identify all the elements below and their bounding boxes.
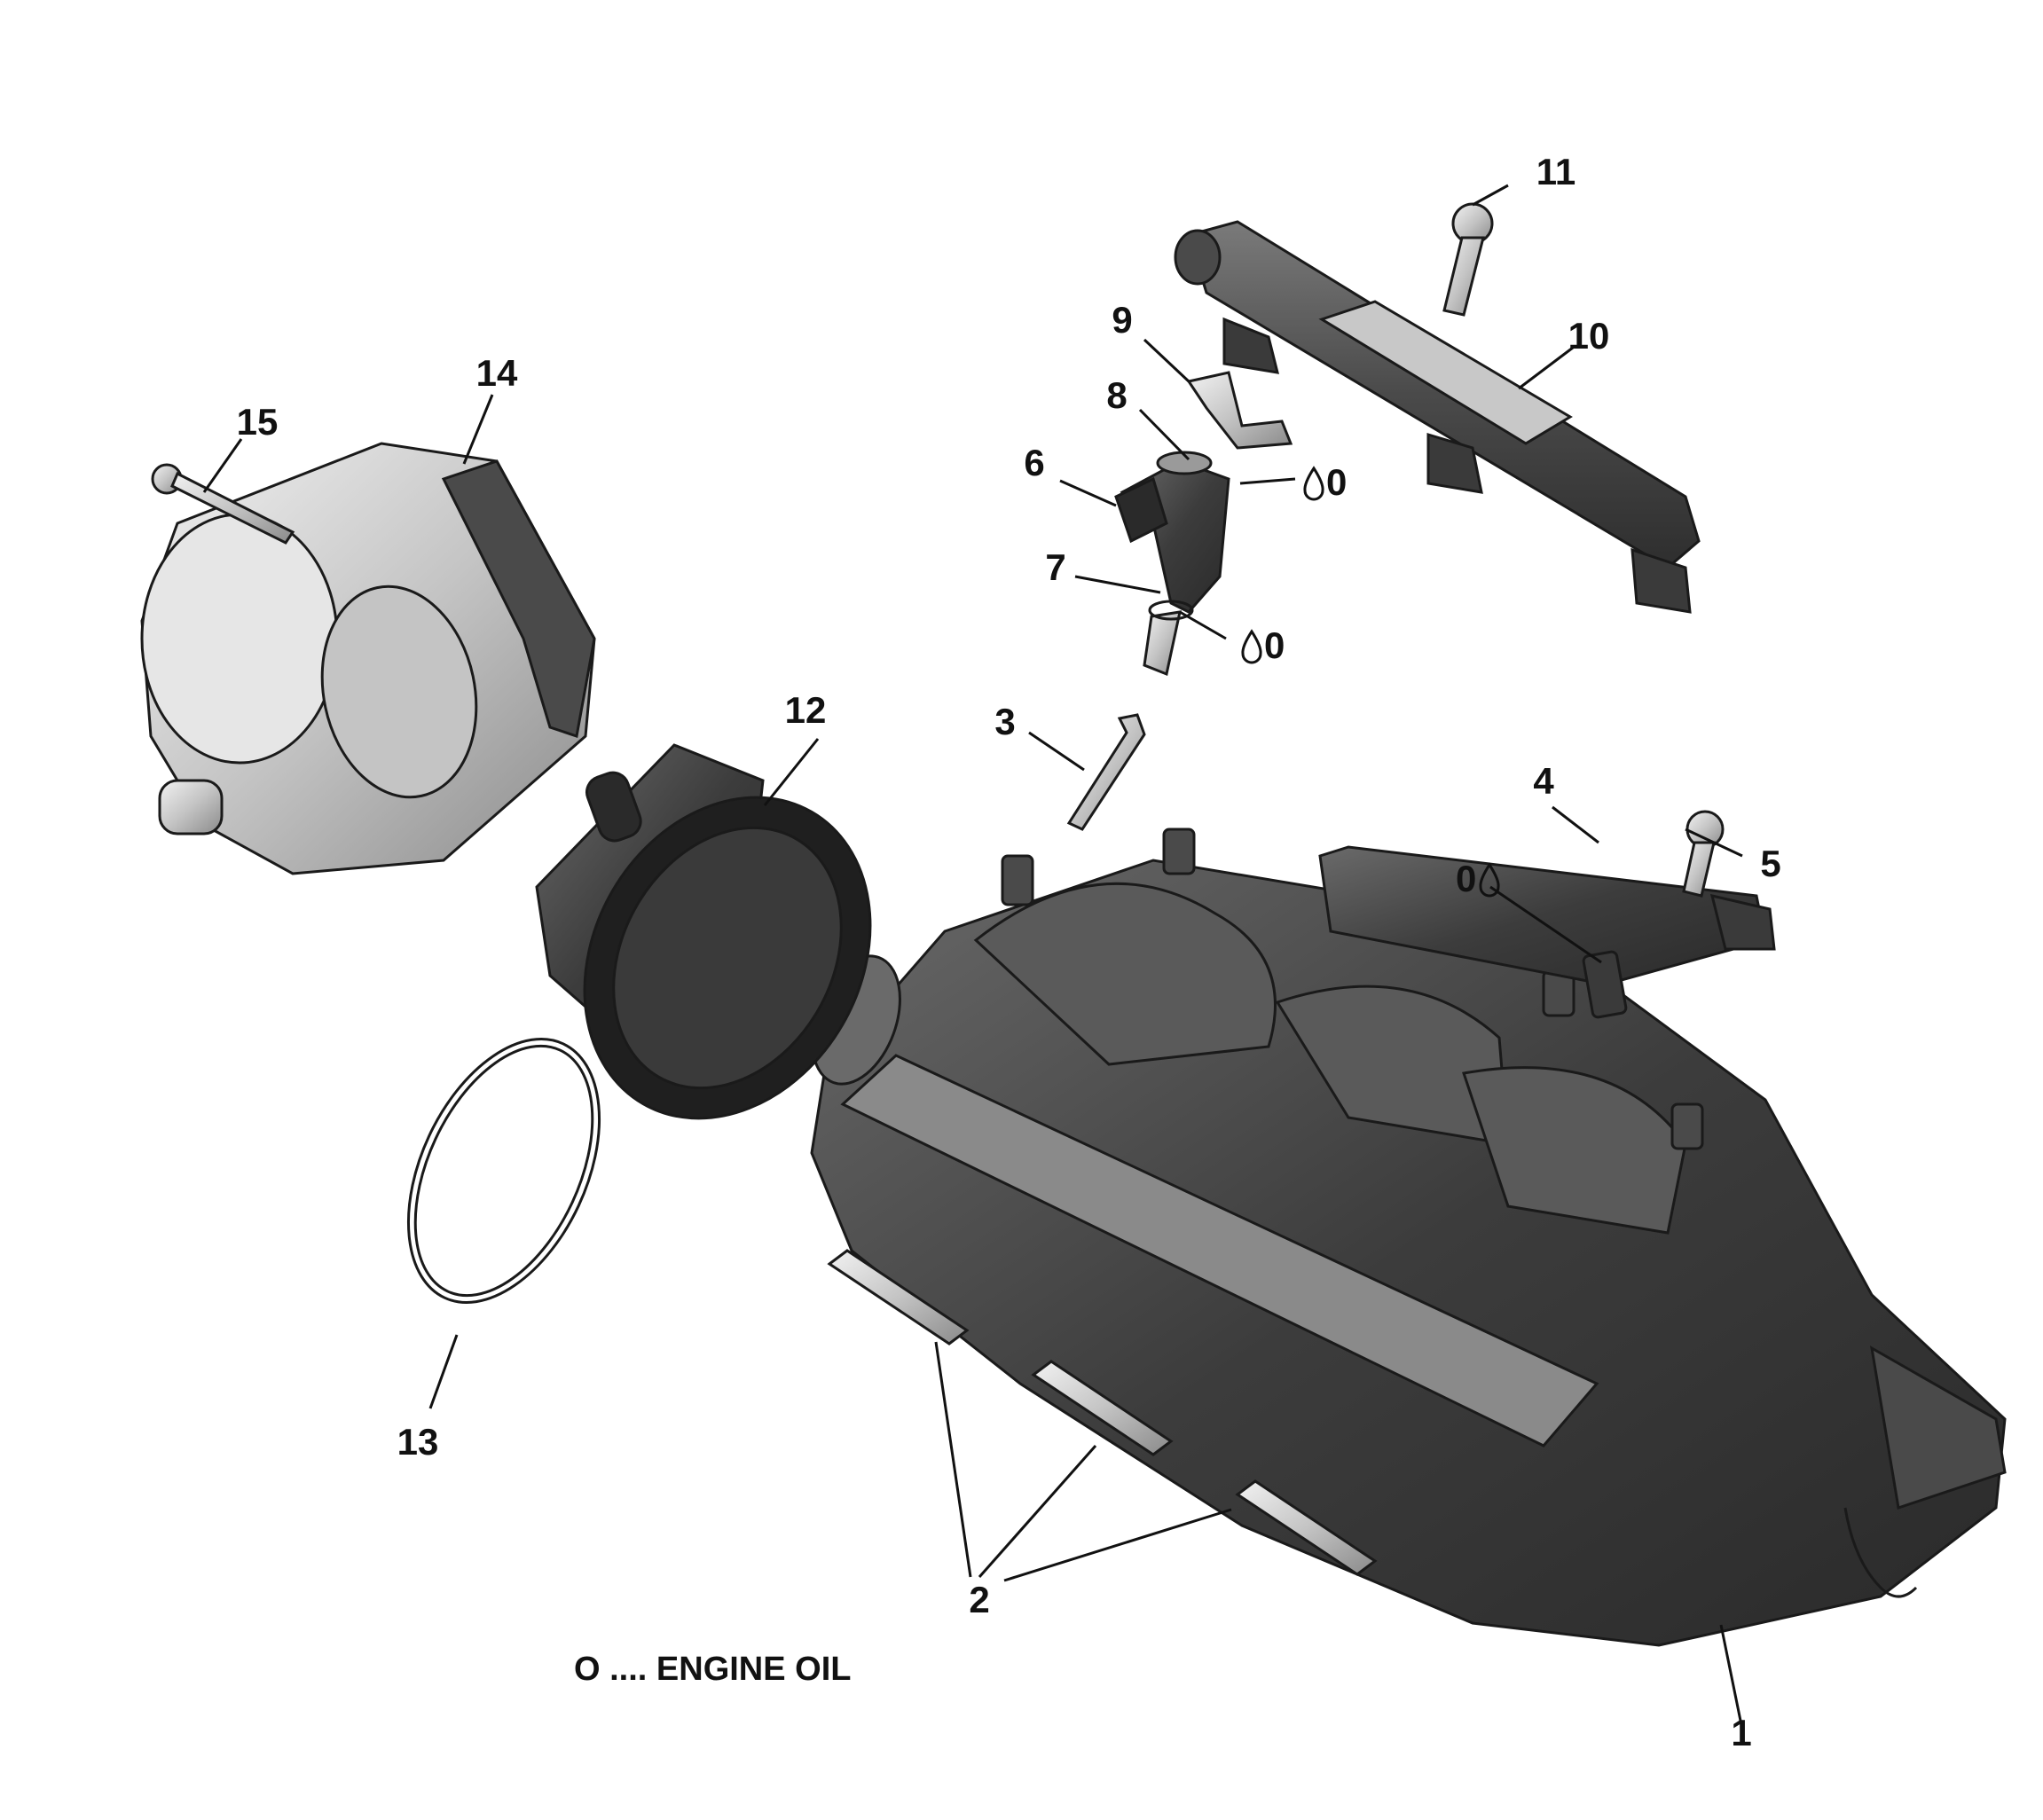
injector-bolt (1066, 713, 1146, 831)
callout-6: 6 (1024, 442, 1044, 483)
callout-10: 10 (1568, 315, 1610, 357)
callout-5: 5 (1760, 843, 1780, 884)
rail-bolt (1442, 202, 1494, 317)
oil-mark-label: 0 (1264, 624, 1285, 666)
callout-2: 2 (969, 1579, 989, 1620)
throttle-body-adaptor (535, 743, 872, 1120)
intake-manifold (810, 828, 2007, 1647)
map-sensor (1318, 845, 1776, 1019)
fuel-injector (1114, 451, 1230, 677)
legend-engine-oil: O .... ENGINE OIL (574, 1651, 851, 1688)
oil-mark-part-7: 0 (1241, 624, 1285, 666)
callout-12: 12 (785, 689, 827, 731)
callout-7: 7 (1045, 546, 1065, 588)
oil-drop-icon (1303, 466, 1324, 501)
oil-mark-part-8: 0 (1303, 461, 1347, 503)
callout-4: 4 (1533, 760, 1554, 802)
callout-13: 13 (397, 1421, 439, 1463)
oil-mark-part-4: 0 (1456, 858, 1500, 899)
oil-mark-label: 0 (1326, 461, 1347, 503)
callout-9: 9 (1112, 299, 1132, 341)
callout-14: 14 (476, 352, 518, 394)
intake-gasket-2 (1031, 1360, 1174, 1456)
leader-lines (202, 184, 1743, 1722)
throttle-body (140, 442, 596, 875)
hose-clamp (406, 1038, 601, 1304)
fuel-rail (1174, 220, 1701, 614)
callout-15: 15 (237, 401, 279, 443)
injector-o-ring-lower (1148, 600, 1194, 621)
sensor-screw (1682, 810, 1725, 898)
oil-mark-label: 0 (1456, 858, 1476, 899)
injector-clip (1186, 371, 1293, 450)
callout-labels: 1 2 3 4 5 6 7 8 9 10 11 12 13 14 15 (237, 151, 1781, 1753)
throttle-body-screw (151, 463, 295, 545)
intake-gasket-3 (1235, 1479, 1378, 1576)
callout-3: 3 (994, 701, 1015, 742)
callout-1: 1 (1731, 1712, 1751, 1753)
oil-drop-icon (1479, 862, 1500, 898)
oil-drop-icon (1241, 629, 1262, 664)
callout-11: 11 (1536, 151, 1575, 192)
callout-8: 8 (1106, 374, 1127, 416)
intake-gasket-1 (827, 1249, 970, 1345)
